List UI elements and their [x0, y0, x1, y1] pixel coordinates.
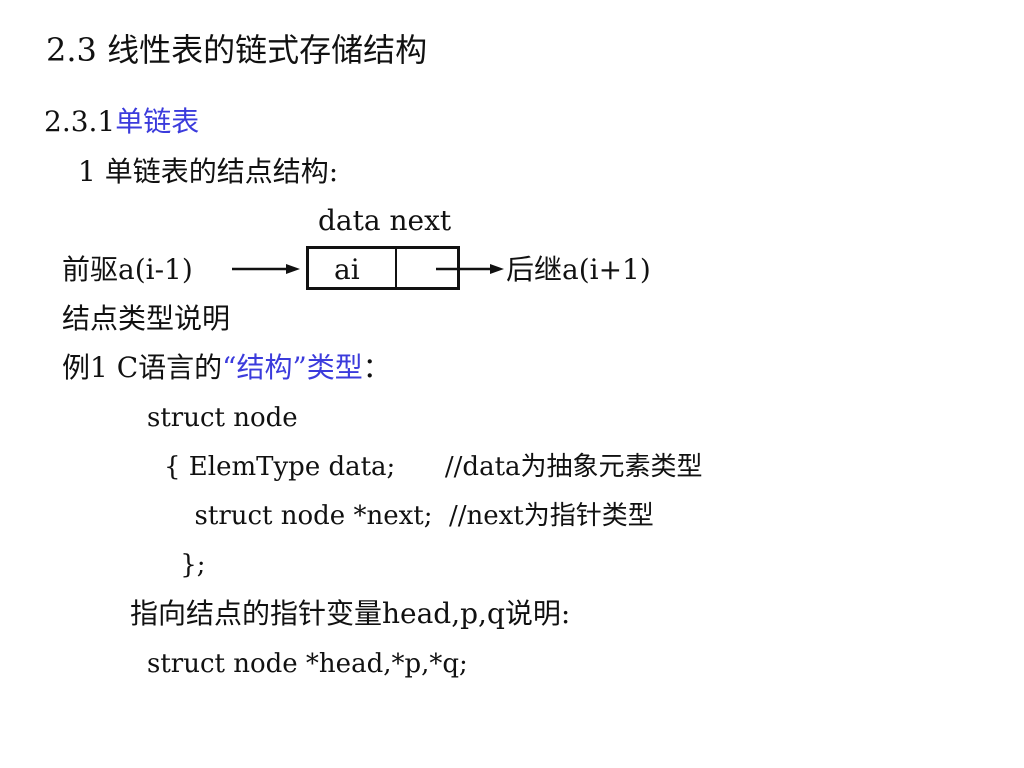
code-line: }; — [172, 550, 206, 580]
example-highlight: “结构”类型 — [222, 351, 363, 384]
predecessor-label: 前驱a(i-1) — [62, 253, 193, 286]
successor-label: 后继a(i+1) — [506, 253, 651, 286]
example-line: 例1 C语言的“结构”类型： — [62, 354, 391, 382]
code-line: struct node *next; //next为指针类型 — [178, 501, 654, 531]
next-pointer-arrow — [436, 264, 504, 274]
node-type-description: 结点类型说明 — [62, 302, 231, 335]
node-field-divider — [395, 249, 397, 287]
subsection-heading: 2.3.1单链表 — [44, 108, 199, 136]
node-field-labels: data next — [318, 204, 452, 237]
pointer-description: 指向结点的指针变量head,p,q说明: — [130, 597, 571, 630]
code-line: { ElemType data; //data为抽象元素类型 — [164, 452, 703, 482]
predecessor-arrow — [232, 264, 300, 274]
subsection-number: 2.3.1 — [44, 105, 116, 138]
subsection-name: 单链表 — [115, 105, 200, 138]
code-line: struct node — [147, 403, 298, 433]
node-structure-heading: 1 单链表的结点结构: — [78, 155, 339, 188]
example-prefix: 例1 C语言的 — [62, 351, 223, 384]
example-suffix: ： — [362, 351, 391, 384]
slide-title: 2.3 线性表的链式存储结构 — [46, 31, 428, 69]
node-data-value: ai — [334, 253, 360, 286]
pointer-declaration: struct node *head,*p,*q; — [147, 649, 468, 679]
